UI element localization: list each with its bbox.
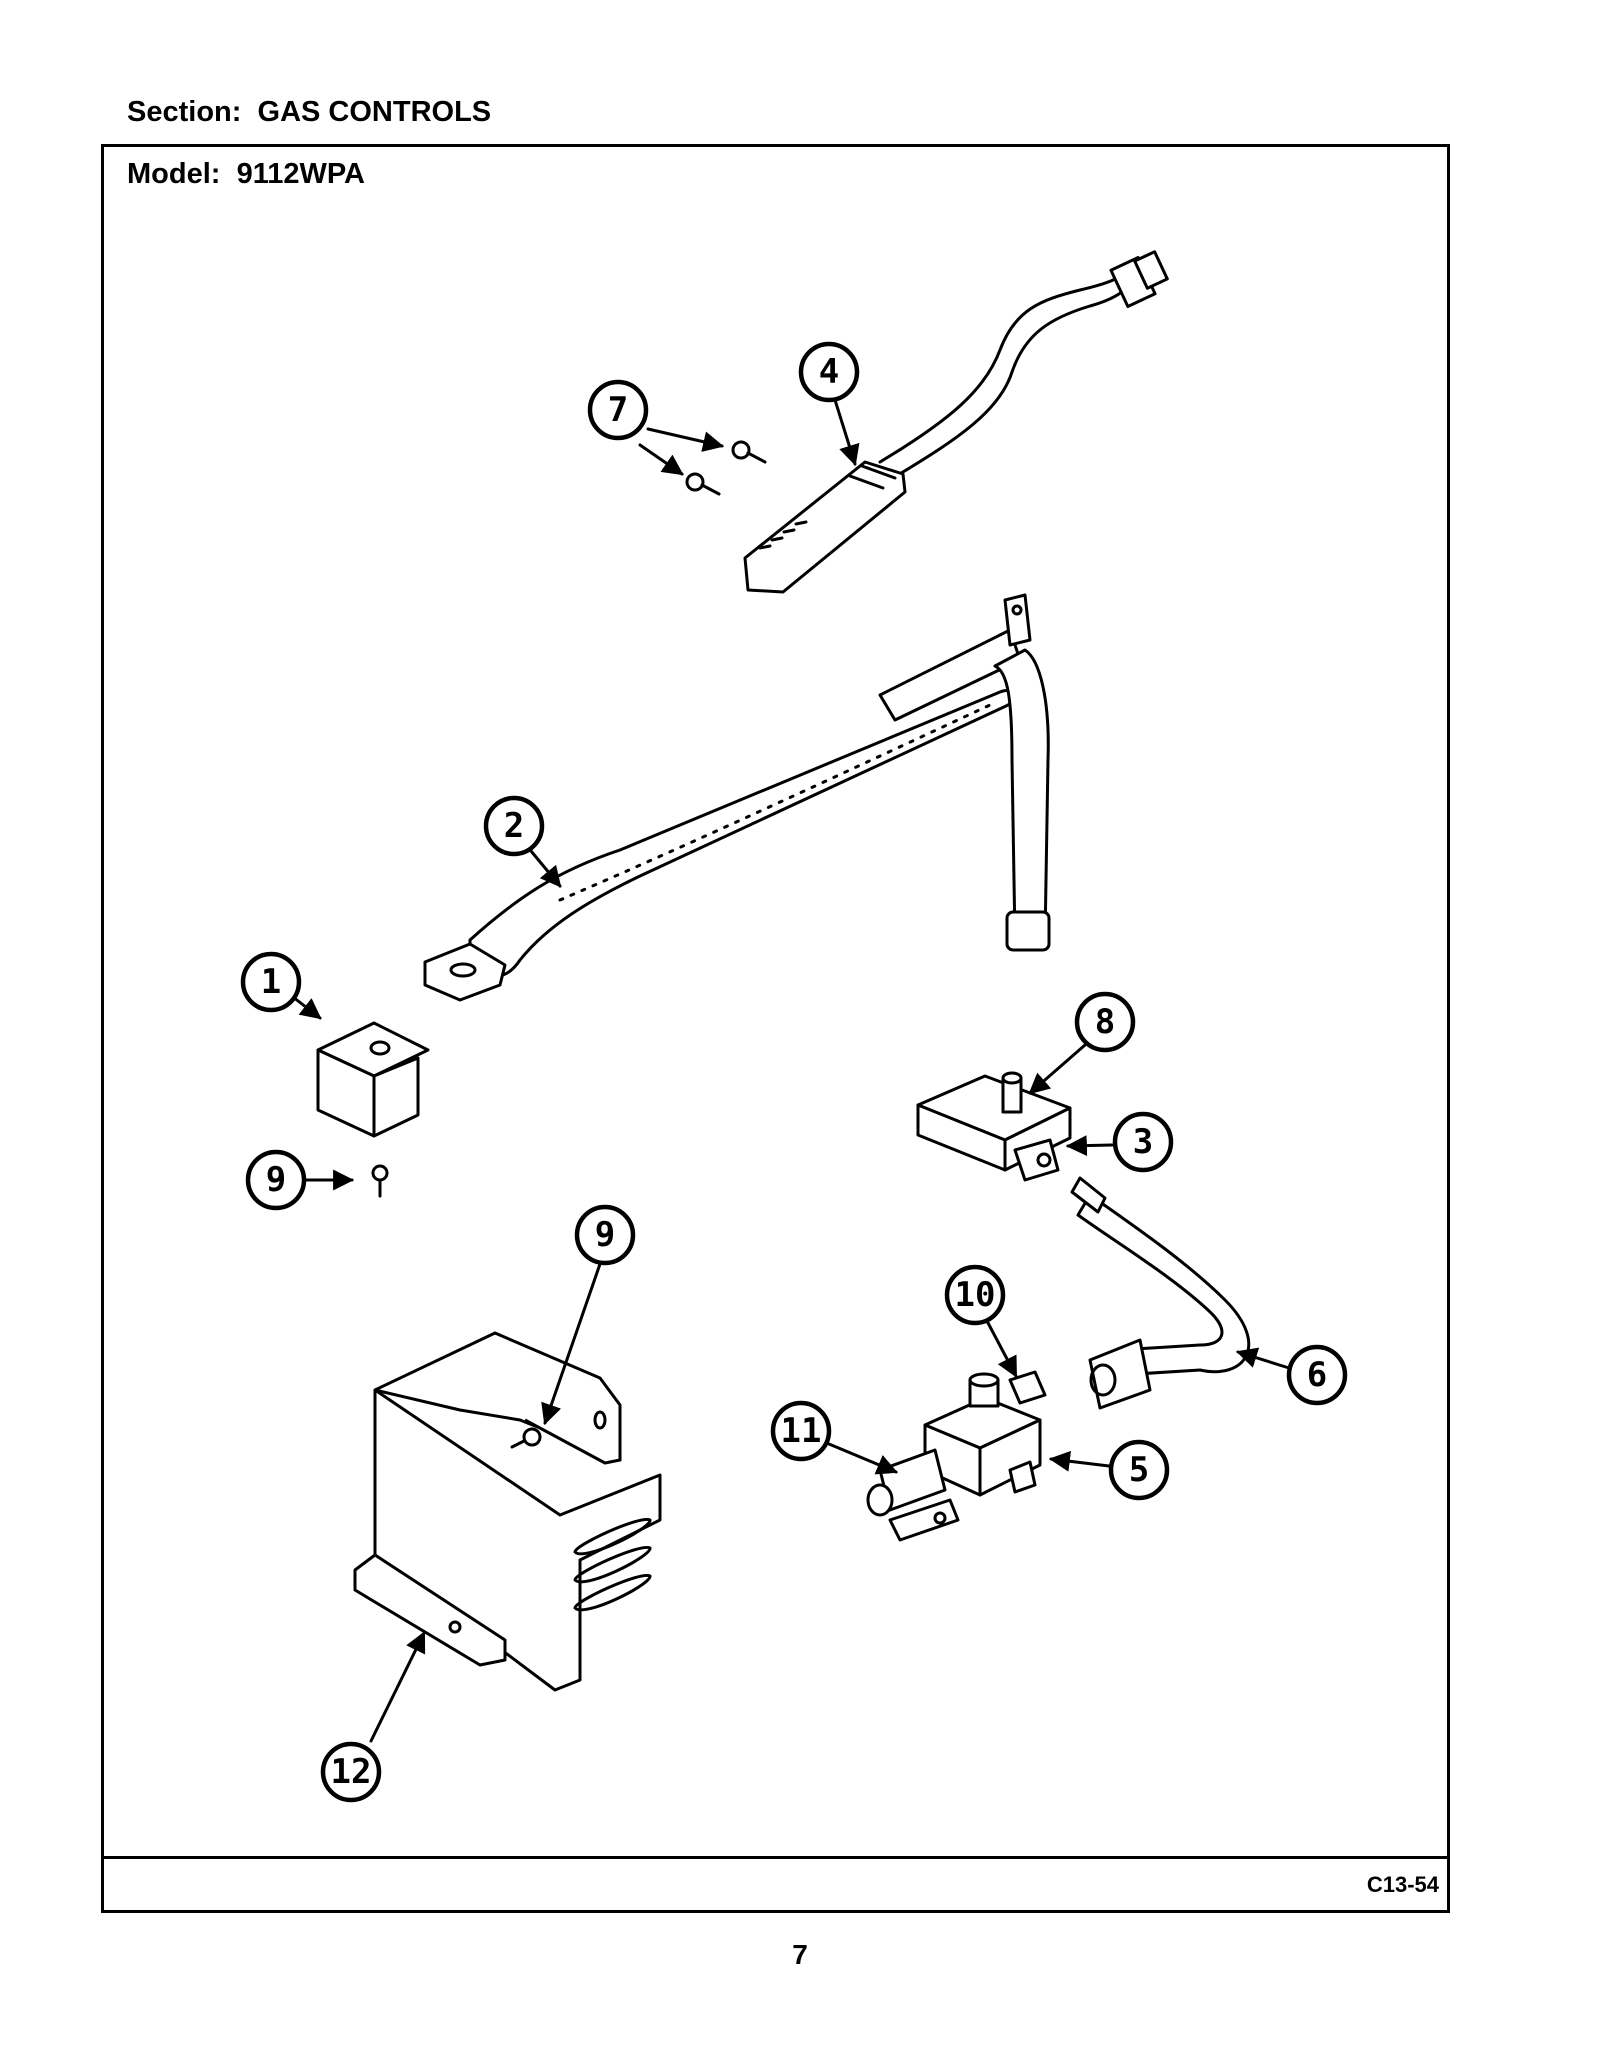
svg-text:4: 4 xyxy=(819,352,839,392)
section-title: Section: GAS CONTROLS xyxy=(127,96,491,129)
figure-code: C13-54 xyxy=(1366,1872,1439,1897)
svg-text:6: 6 xyxy=(1307,1355,1327,1395)
footer-divider xyxy=(101,1856,1450,1859)
model-value: 9112WPA xyxy=(236,158,365,190)
section-label: Section: xyxy=(127,96,242,128)
svg-text:9: 9 xyxy=(266,1160,286,1200)
svg-text:12: 12 xyxy=(331,1752,372,1792)
model-title: Model: 9112WPA xyxy=(127,158,365,191)
callout-11: 11 xyxy=(770,1400,832,1462)
svg-text:1: 1 xyxy=(261,962,281,1002)
callout-10: 10 xyxy=(944,1264,1006,1326)
svg-text:9: 9 xyxy=(595,1215,615,1255)
callout-12: 12 xyxy=(320,1741,382,1803)
callout-2: 2 xyxy=(483,795,545,857)
svg-text:7: 7 xyxy=(608,390,628,430)
screw-part-9-top xyxy=(371,1164,389,1198)
bracket-part xyxy=(316,1021,430,1138)
valve-coil-part xyxy=(916,1071,1072,1182)
svg-text:8: 8 xyxy=(1095,1002,1115,1042)
screw-part-9-lower xyxy=(510,1427,542,1449)
svg-text:10: 10 xyxy=(955,1275,996,1315)
svg-text:11: 11 xyxy=(781,1411,822,1451)
svg-text:3: 3 xyxy=(1133,1122,1153,1162)
callout-8: 8 xyxy=(1074,991,1136,1053)
burner-housing-part xyxy=(353,1331,662,1692)
svg-text:5: 5 xyxy=(1129,1450,1149,1490)
callout-5: 5 xyxy=(1108,1439,1170,1501)
page-number: 7 xyxy=(792,1939,808,1970)
callout-4: 4 xyxy=(798,341,860,403)
screw-part-7 xyxy=(685,440,767,496)
callout-9-lower: 9 xyxy=(574,1204,636,1266)
model-label: Model: xyxy=(127,158,221,190)
leader-arrows xyxy=(291,398,1291,1743)
callout-6: 6 xyxy=(1286,1344,1348,1406)
igniter-part xyxy=(743,250,1169,594)
callout-3: 3 xyxy=(1112,1111,1174,1173)
diagram-frame xyxy=(101,144,1450,1913)
gas-tube-part xyxy=(1070,1176,1251,1410)
callout-9-top: 9 xyxy=(245,1149,307,1211)
section-value: GAS CONTROLS xyxy=(257,96,492,128)
svg-text:2: 2 xyxy=(504,806,524,846)
burner-tube-part xyxy=(423,593,1051,1002)
gas-valve-part xyxy=(866,1370,1047,1542)
callout-1: 1 xyxy=(240,951,302,1013)
callout-7: 7 xyxy=(587,379,649,441)
